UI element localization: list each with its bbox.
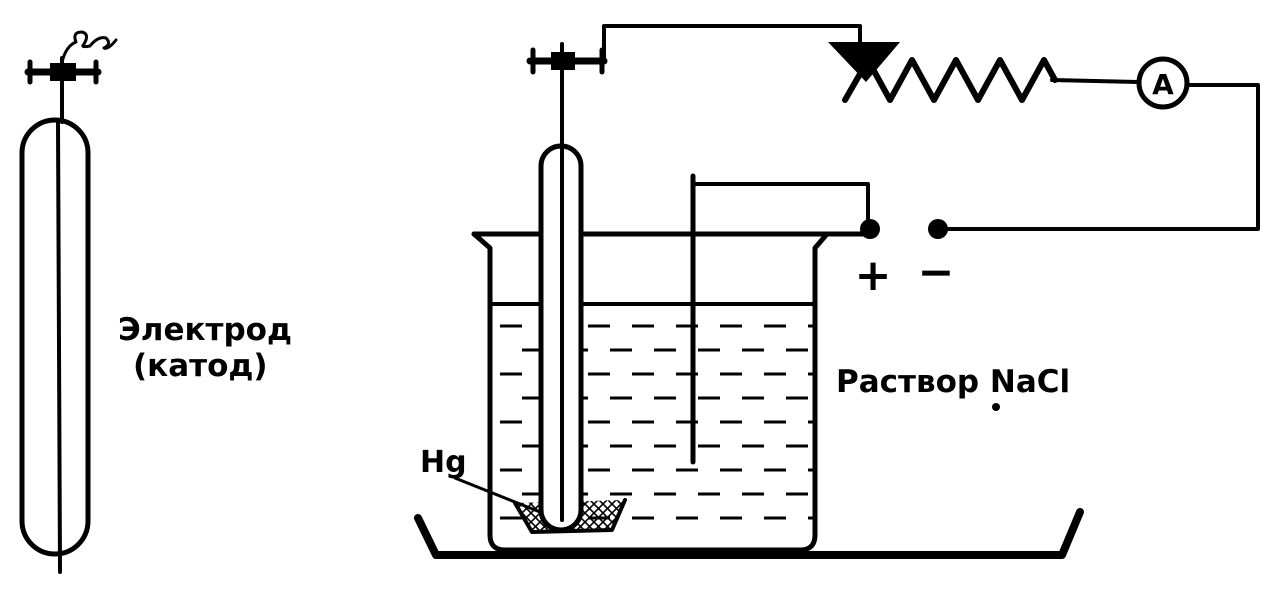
- negative-terminal: [928, 219, 948, 239]
- rheostat-slider-arrow: [828, 42, 900, 82]
- electrode-glass-tube: [19, 117, 91, 557]
- circuit-wires: [602, 24, 1260, 231]
- electrode-label-line1: Электрод: [118, 312, 292, 348]
- mercury-leader-line: [453, 476, 542, 514]
- tray: [414, 508, 1084, 559]
- positive-terminal: [860, 219, 880, 239]
- minus-sign: −: [918, 247, 955, 298]
- mercury-label: Hg: [420, 445, 467, 480]
- ammeter: A: [1136, 56, 1190, 110]
- electrode-label-line2: (катод): [133, 348, 268, 384]
- solution-label: Раствор NaCl: [836, 364, 1070, 400]
- plus-sign: +: [855, 250, 892, 301]
- electrode-wire-coil: [60, 30, 118, 64]
- electrode-inner-wire: [56, 118, 62, 574]
- electrode-clamp: [24, 56, 102, 124]
- ammeter-label: A: [1152, 68, 1174, 101]
- standalone-electrode: [19, 30, 118, 574]
- beaker-electrode: [526, 42, 608, 533]
- beaker-electrode-clamp: [526, 42, 608, 82]
- rheostat: [828, 42, 1058, 103]
- ink-dot: [992, 403, 1000, 411]
